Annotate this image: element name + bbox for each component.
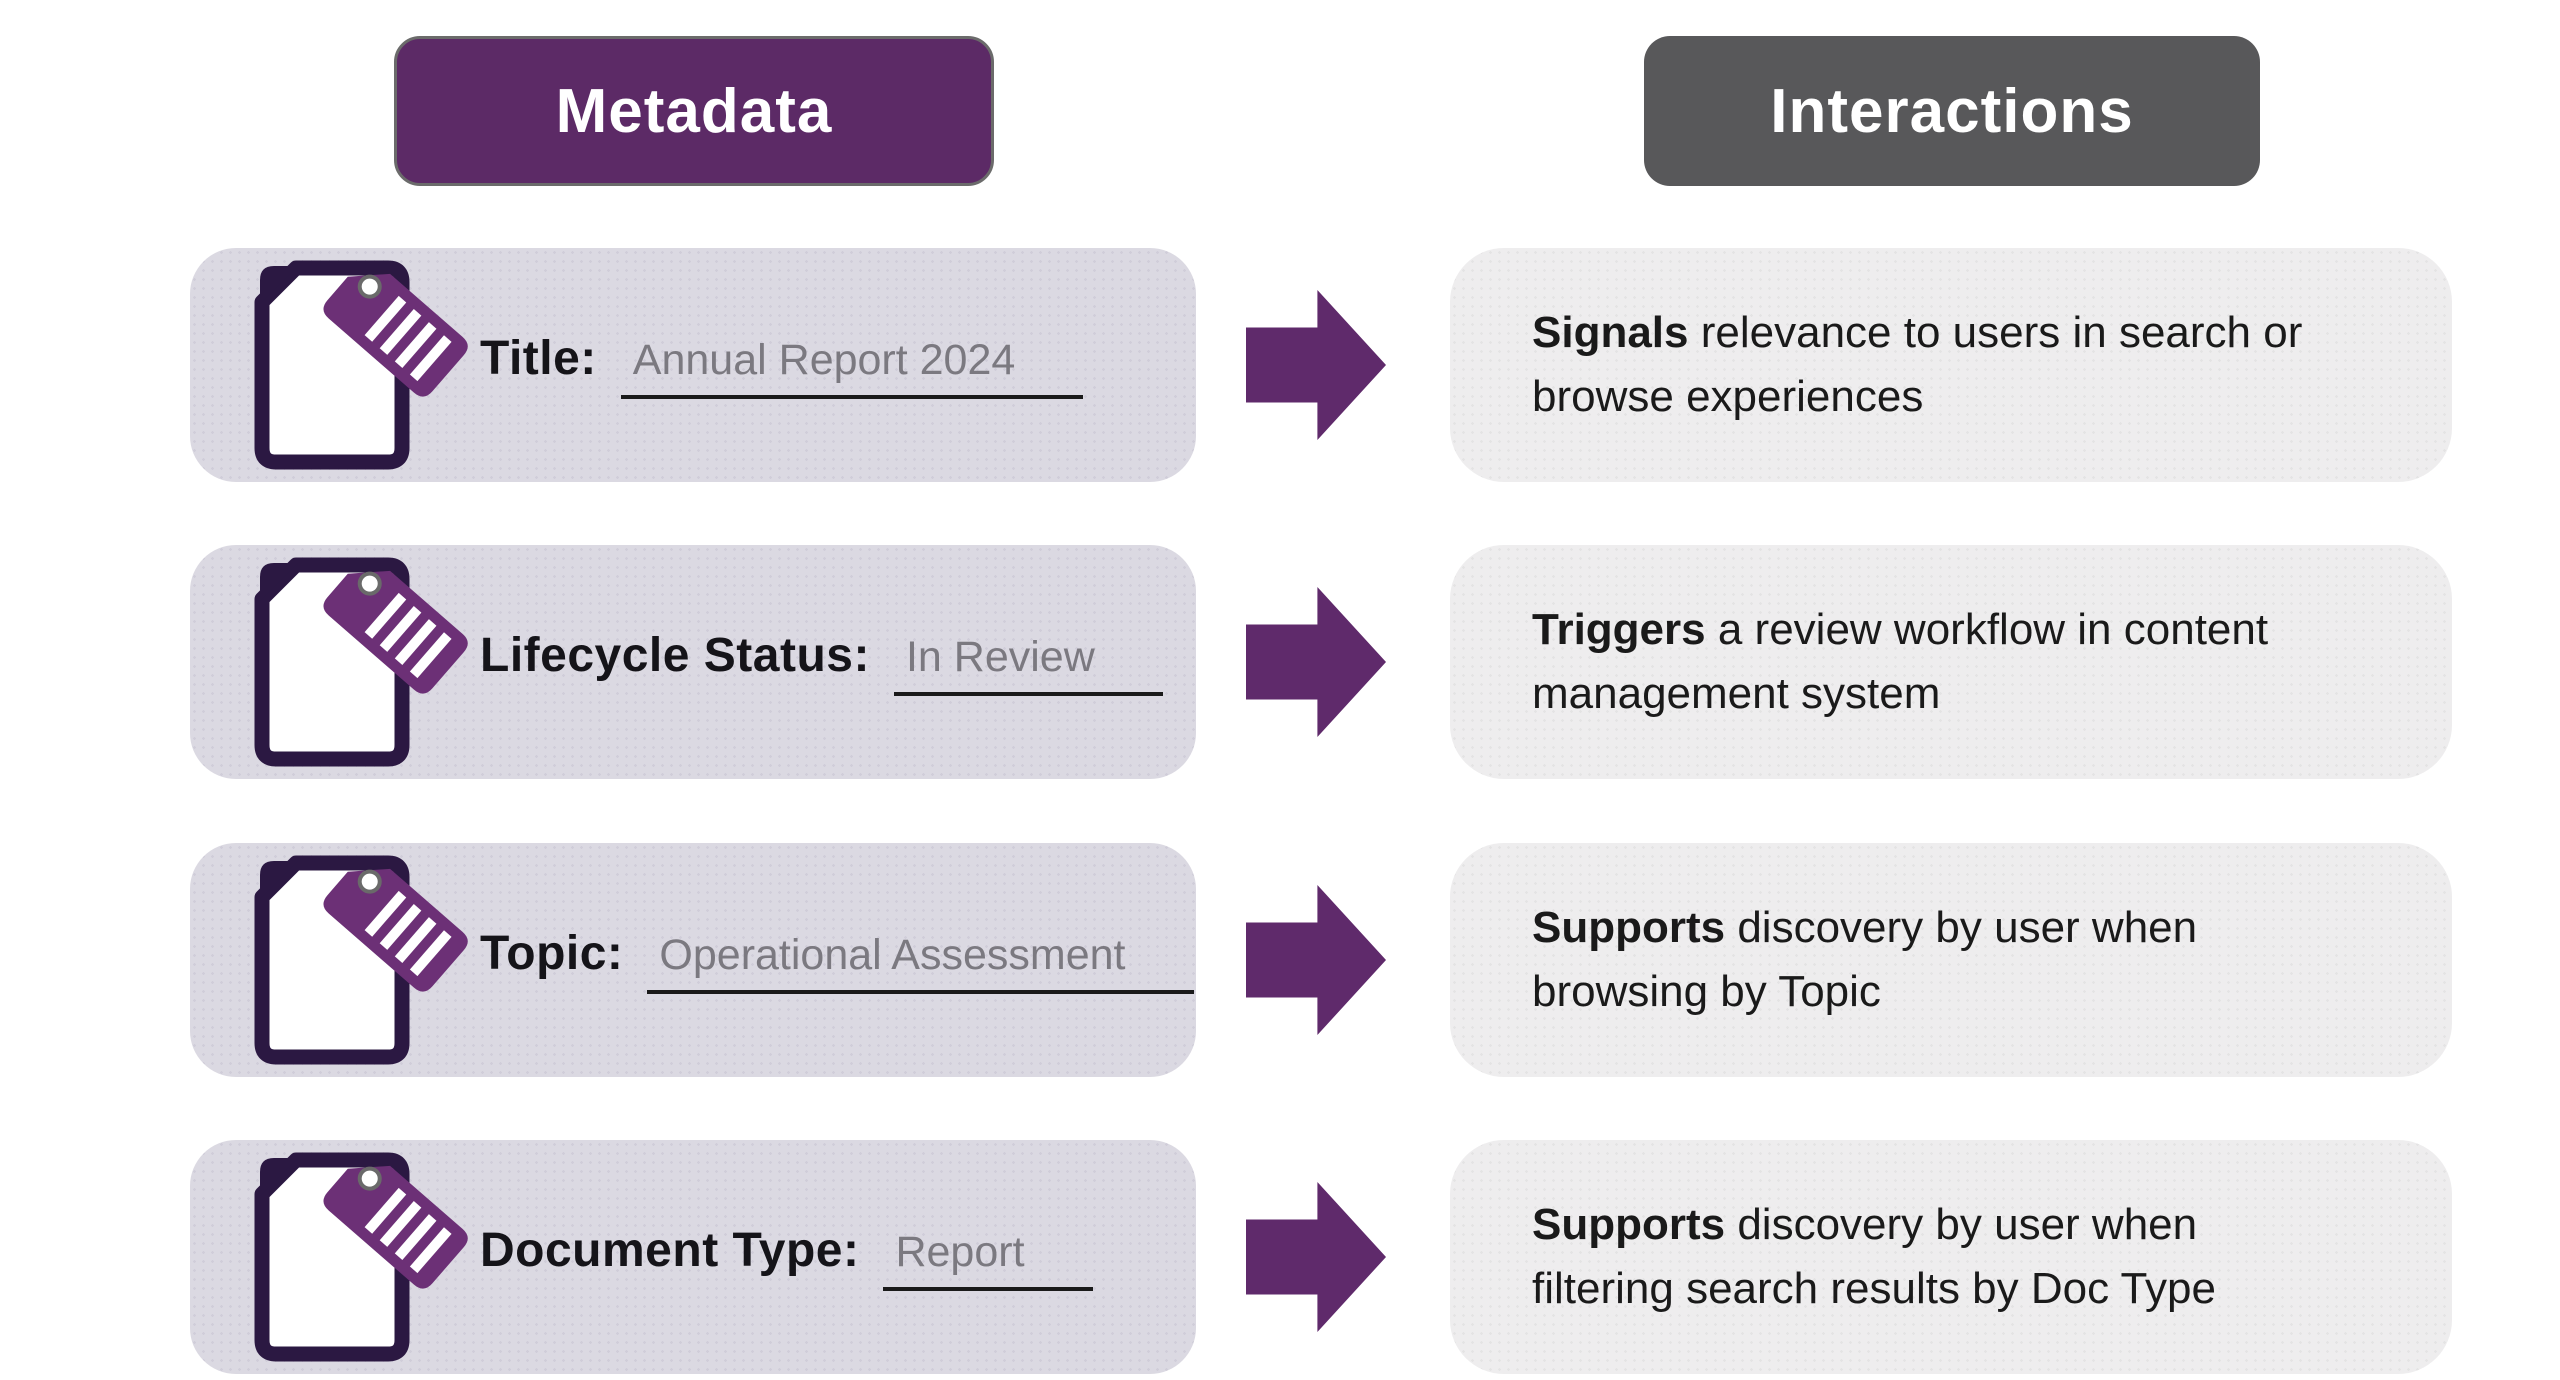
metadata-field-label: Document Type: — [480, 1224, 860, 1277]
interaction-card: Supports discovery by user when browsing… — [1450, 843, 2452, 1077]
document-tag-icon — [254, 260, 468, 470]
metadata-field-label: Title: — [480, 332, 597, 385]
interaction-card: Supports discovery by user when filterin… — [1450, 1140, 2452, 1374]
diagram-row-0: Title: Annual Report 2024 Signals releva… — [0, 248, 2560, 482]
arrow-right-icon — [1246, 1182, 1386, 1332]
arrow-right-icon — [1246, 290, 1386, 440]
interaction-keyword: Supports — [1532, 1200, 1726, 1250]
metadata-column-header: Metadata — [394, 36, 994, 186]
interaction-keyword: Supports — [1532, 903, 1726, 953]
interaction-text-line1: Triggers a review workflow in content — [1532, 598, 2382, 662]
interaction-line1-rest: a review workflow in content — [1705, 605, 2269, 655]
interaction-card: Signals relevance to users in search or … — [1450, 248, 2452, 482]
document-tag-icon — [254, 1152, 468, 1362]
metadata-card: Title: Annual Report 2024 — [190, 248, 1196, 482]
interaction-line1-rest: relevance to users in search or — [1688, 308, 2303, 358]
interaction-text-line2: filtering search results by Doc Type — [1532, 1264, 2216, 1313]
metadata-card: Topic: Operational Assessment — [190, 843, 1196, 1077]
interaction-text-line1: Supports discovery by user when — [1532, 1193, 2382, 1257]
diagram-row-3: Document Type: Report Supports discovery… — [0, 1140, 2560, 1374]
interaction-text-line2: browsing by Topic — [1532, 967, 1881, 1016]
interaction-line1-rest: discovery by user when — [1725, 1200, 2198, 1250]
interaction-text-line2: management system — [1532, 669, 1941, 718]
metadata-field-value: In Review — [893, 633, 1163, 696]
metadata-field-value: Report — [883, 1228, 1093, 1291]
interaction-keyword: Triggers — [1532, 605, 1706, 655]
interaction-text-line1: Signals relevance to users in search or — [1532, 301, 2382, 365]
metadata-card: Lifecycle Status: In Review — [190, 545, 1196, 779]
interaction-text-line2: browse experiences — [1532, 372, 1924, 421]
interactions-column-header: Interactions — [1644, 36, 2260, 186]
metadata-field: Document Type: Report — [480, 1223, 1093, 1291]
arrow-right-icon — [1246, 885, 1386, 1035]
metadata-field-value: Operational Assessment — [647, 931, 1194, 994]
metadata-field: Title: Annual Report 2024 — [480, 331, 1084, 399]
metadata-field-value: Annual Report 2024 — [620, 336, 1084, 399]
interaction-keyword: Signals — [1532, 308, 1689, 358]
metadata-field-label: Lifecycle Status: — [480, 629, 870, 682]
metadata-card: Document Type: Report — [190, 1140, 1196, 1374]
metadata-field-label: Topic: — [480, 927, 624, 980]
interaction-card: Triggers a review workflow in content ma… — [1450, 545, 2452, 779]
interactions-header-label: Interactions — [1770, 76, 2134, 146]
metadata-field: Topic: Operational Assessment — [480, 926, 1194, 994]
metadata-field: Lifecycle Status: In Review — [480, 628, 1163, 696]
arrow-right-icon — [1246, 587, 1386, 737]
interaction-line1-rest: discovery by user when — [1725, 903, 2198, 953]
diagram-row-2: Topic: Operational Assessment Supports d… — [0, 843, 2560, 1077]
diagram-row-1: Lifecycle Status: In Review Triggers a r… — [0, 545, 2560, 779]
document-tag-icon — [254, 557, 468, 767]
document-tag-icon — [254, 855, 468, 1065]
metadata-header-label: Metadata — [555, 76, 833, 146]
interaction-text-line1: Supports discovery by user when — [1532, 896, 2382, 960]
